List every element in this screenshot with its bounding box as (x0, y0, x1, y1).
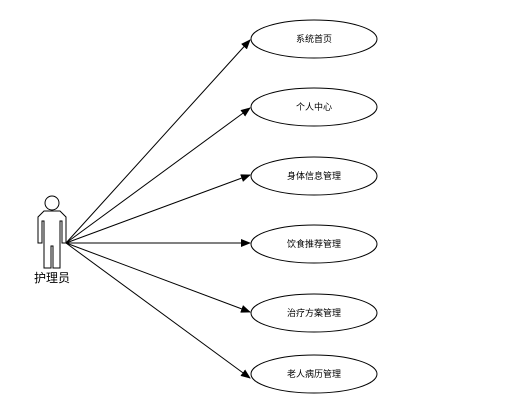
use-case-ellipse (250, 156, 378, 196)
use-case-label: 系统首页 (296, 33, 332, 45)
use-case-label: 饮食推荐管理 (287, 238, 341, 250)
use-case-group: 系统首页 个人中心 身体信息管理 饮食推荐管理 治疗方案管理 老人病历管理 (250, 19, 378, 394)
use-case-ellipse (250, 87, 378, 127)
association-lines (65, 39, 251, 379)
use-case-diet-recommend-management: 饮食推荐管理 (250, 224, 378, 264)
use-case-label: 身体信息管理 (287, 170, 341, 182)
association-line-elder-records (65, 242, 251, 379)
association-line-body-info (65, 174, 251, 244)
actor-label: 护理员 (34, 271, 70, 285)
association-line-system-home (65, 39, 251, 244)
use-case-ellipse (250, 354, 378, 394)
use-case-treatment-plan-management: 治疗方案管理 (250, 293, 378, 333)
actor-body (37, 210, 67, 269)
association-line-treatment-plan (65, 242, 251, 313)
use-case-body-info-management: 身体信息管理 (250, 156, 378, 196)
use-case-label: 老人病历管理 (287, 368, 341, 380)
use-case-system-home: 系统首页 (250, 19, 378, 59)
use-case-label: 个人中心 (296, 101, 332, 113)
use-case-label: 治疗方案管理 (287, 307, 341, 319)
use-case-ellipse (250, 224, 378, 264)
use-case-ellipse (250, 19, 378, 59)
actor-head (44, 195, 60, 211)
use-case-ellipse (250, 293, 378, 333)
use-case-elder-records-management: 老人病历管理 (250, 354, 378, 394)
actor-nurse: 护理员 (34, 195, 70, 285)
association-line-personal-center (65, 107, 251, 244)
use-case-personal-center: 个人中心 (250, 87, 378, 127)
